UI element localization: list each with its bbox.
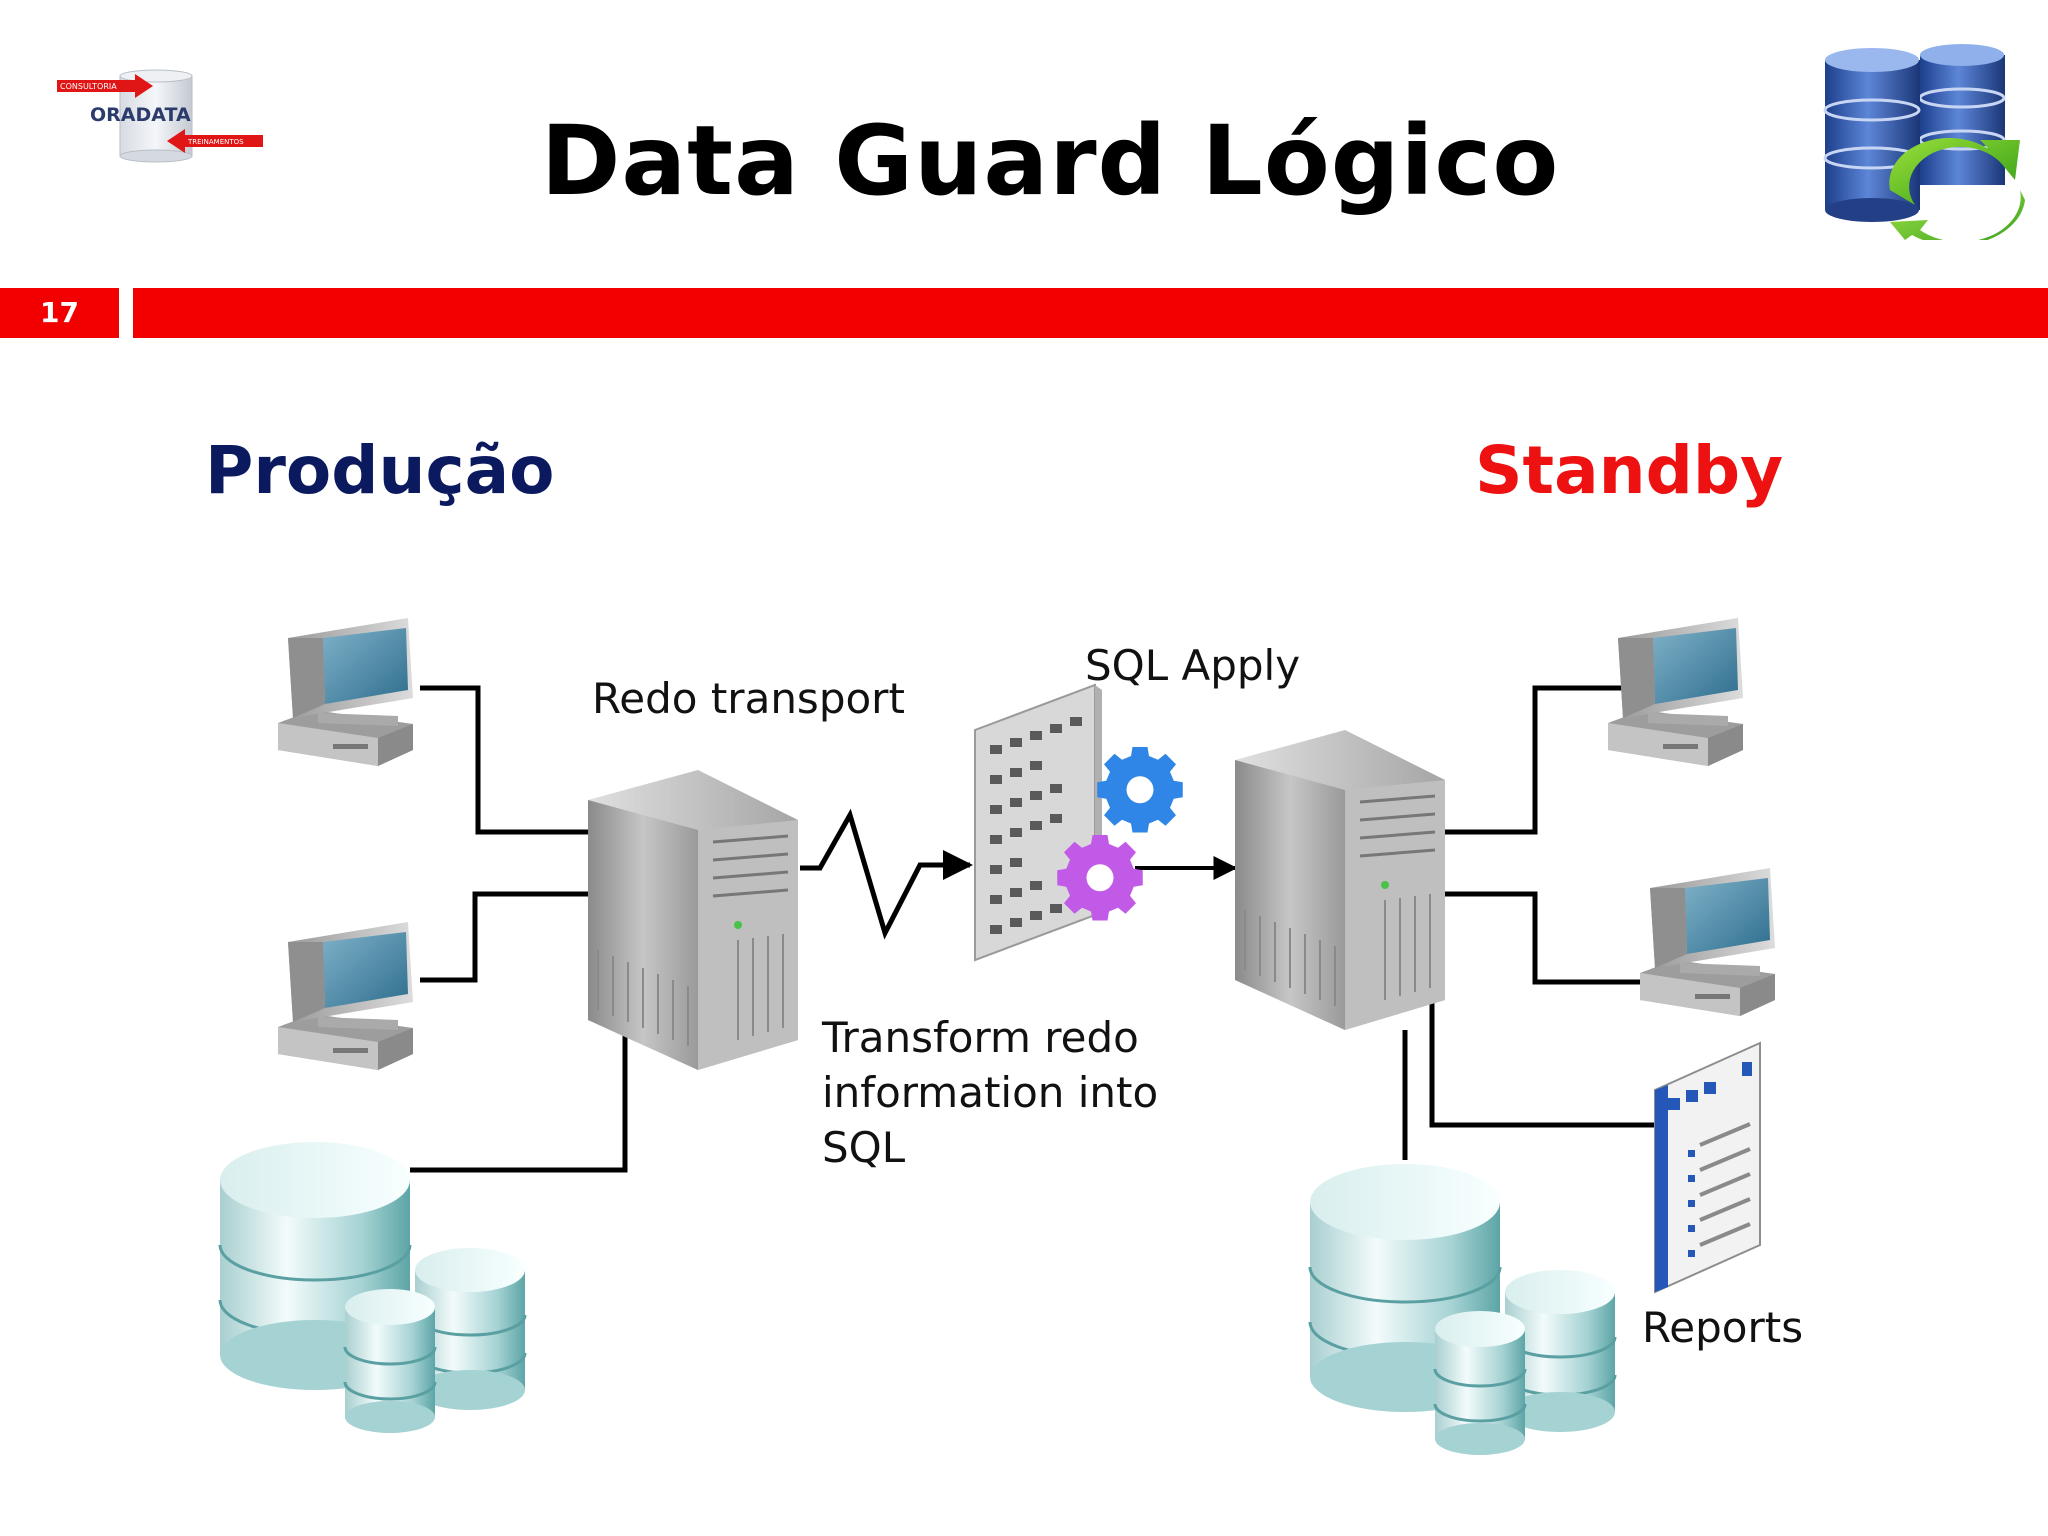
logo-top-text: CONSULTORIA <box>60 82 117 91</box>
client-computer-icon <box>278 922 413 1070</box>
redo-transport-link <box>800 808 973 940</box>
page-number: 17 <box>0 288 119 338</box>
oradata-logo: CONSULTORIA ORADATA TREINAMENTOS <box>57 69 263 163</box>
standby-heading: Standby <box>1475 432 1784 509</box>
client-computer-icon <box>1640 868 1775 1016</box>
primary-server-icon <box>586 768 800 1072</box>
database-sync-icon <box>1823 44 2025 240</box>
primary-database-stack-icon <box>218 1140 527 1435</box>
reports-label: Reports <box>1642 1303 1804 1352</box>
logo-bottom-text: TREINAMENTOS <box>187 138 244 146</box>
connection-lines <box>410 685 1660 1173</box>
redo-transport-label: Redo transport <box>592 674 905 723</box>
transform-label-line-2: information into <box>822 1068 1159 1117</box>
title-divider-band <box>133 288 2048 338</box>
sql-apply-label: SQL Apply <box>1085 641 1301 690</box>
transform-label-line-1: Transform redo <box>822 1013 1139 1062</box>
transform-label-line-3: SQL <box>822 1123 906 1172</box>
slide-title: Data Guard Lógico <box>540 105 1560 217</box>
standby-server-icon <box>1233 728 1447 1032</box>
client-computer-icon <box>1608 618 1743 766</box>
gear-icon <box>1057 835 1143 921</box>
report-document-icon <box>1654 1041 1761 1294</box>
production-heading: Produção <box>205 432 555 509</box>
client-computer-icon <box>278 618 413 766</box>
gear-icon <box>1097 747 1183 833</box>
sql-document-icon <box>974 683 1102 962</box>
logo-name: ORADATA <box>90 104 191 126</box>
standby-database-stack-icon <box>1308 1162 1617 1457</box>
